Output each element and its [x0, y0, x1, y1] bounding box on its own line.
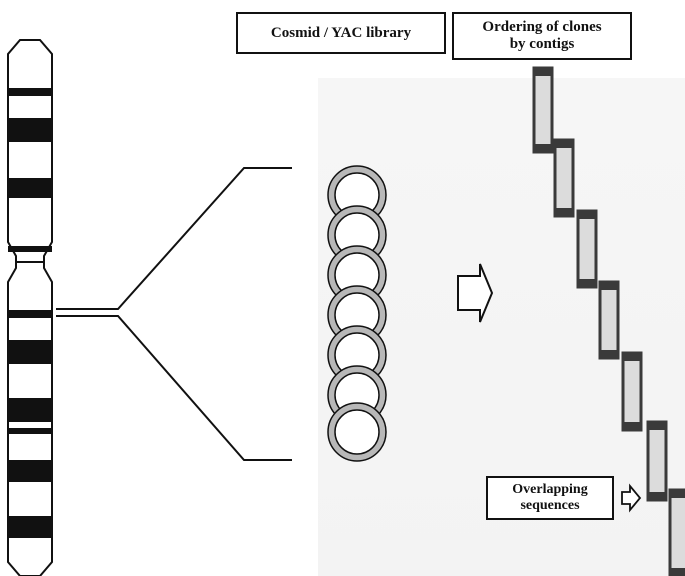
clone-ring-stack	[328, 166, 386, 461]
band	[8, 88, 52, 96]
zoom-line-lower	[56, 316, 292, 460]
contig-clone	[578, 211, 596, 287]
contig-clone	[648, 422, 666, 500]
chromosome	[8, 40, 52, 576]
zoom-lines	[56, 168, 292, 460]
band	[8, 310, 52, 318]
overlap-label: Overlapping sequences	[486, 476, 614, 520]
band	[8, 178, 52, 198]
ordering-label-line-1: Ordering of clones	[482, 19, 601, 36]
contig-clone	[534, 68, 552, 152]
band	[8, 460, 52, 482]
band	[8, 516, 52, 538]
band	[8, 398, 52, 422]
band	[8, 246, 52, 252]
band	[8, 428, 52, 434]
contig-clone	[555, 140, 573, 216]
contig-clone	[600, 282, 618, 358]
contig-clone	[623, 353, 641, 430]
band	[8, 118, 52, 142]
library-label-text: Cosmid / YAC library	[271, 25, 411, 42]
arrow-right-icon	[458, 264, 492, 322]
overlap-label-line-2: sequences	[512, 498, 587, 514]
arrow-right-icon	[622, 486, 640, 510]
contig-clone	[670, 490, 685, 576]
clone-ring-hole	[335, 410, 379, 454]
library-label: Cosmid / YAC library	[236, 12, 446, 54]
ordering-label-line-2: by contigs	[482, 36, 601, 53]
band	[8, 340, 52, 364]
chromosome-upper-arm	[8, 40, 52, 262]
ordering-label: Ordering of clones by contigs	[452, 12, 632, 60]
zoom-line-upper	[56, 168, 292, 309]
overlap-label-line-1: Overlapping	[512, 482, 587, 498]
